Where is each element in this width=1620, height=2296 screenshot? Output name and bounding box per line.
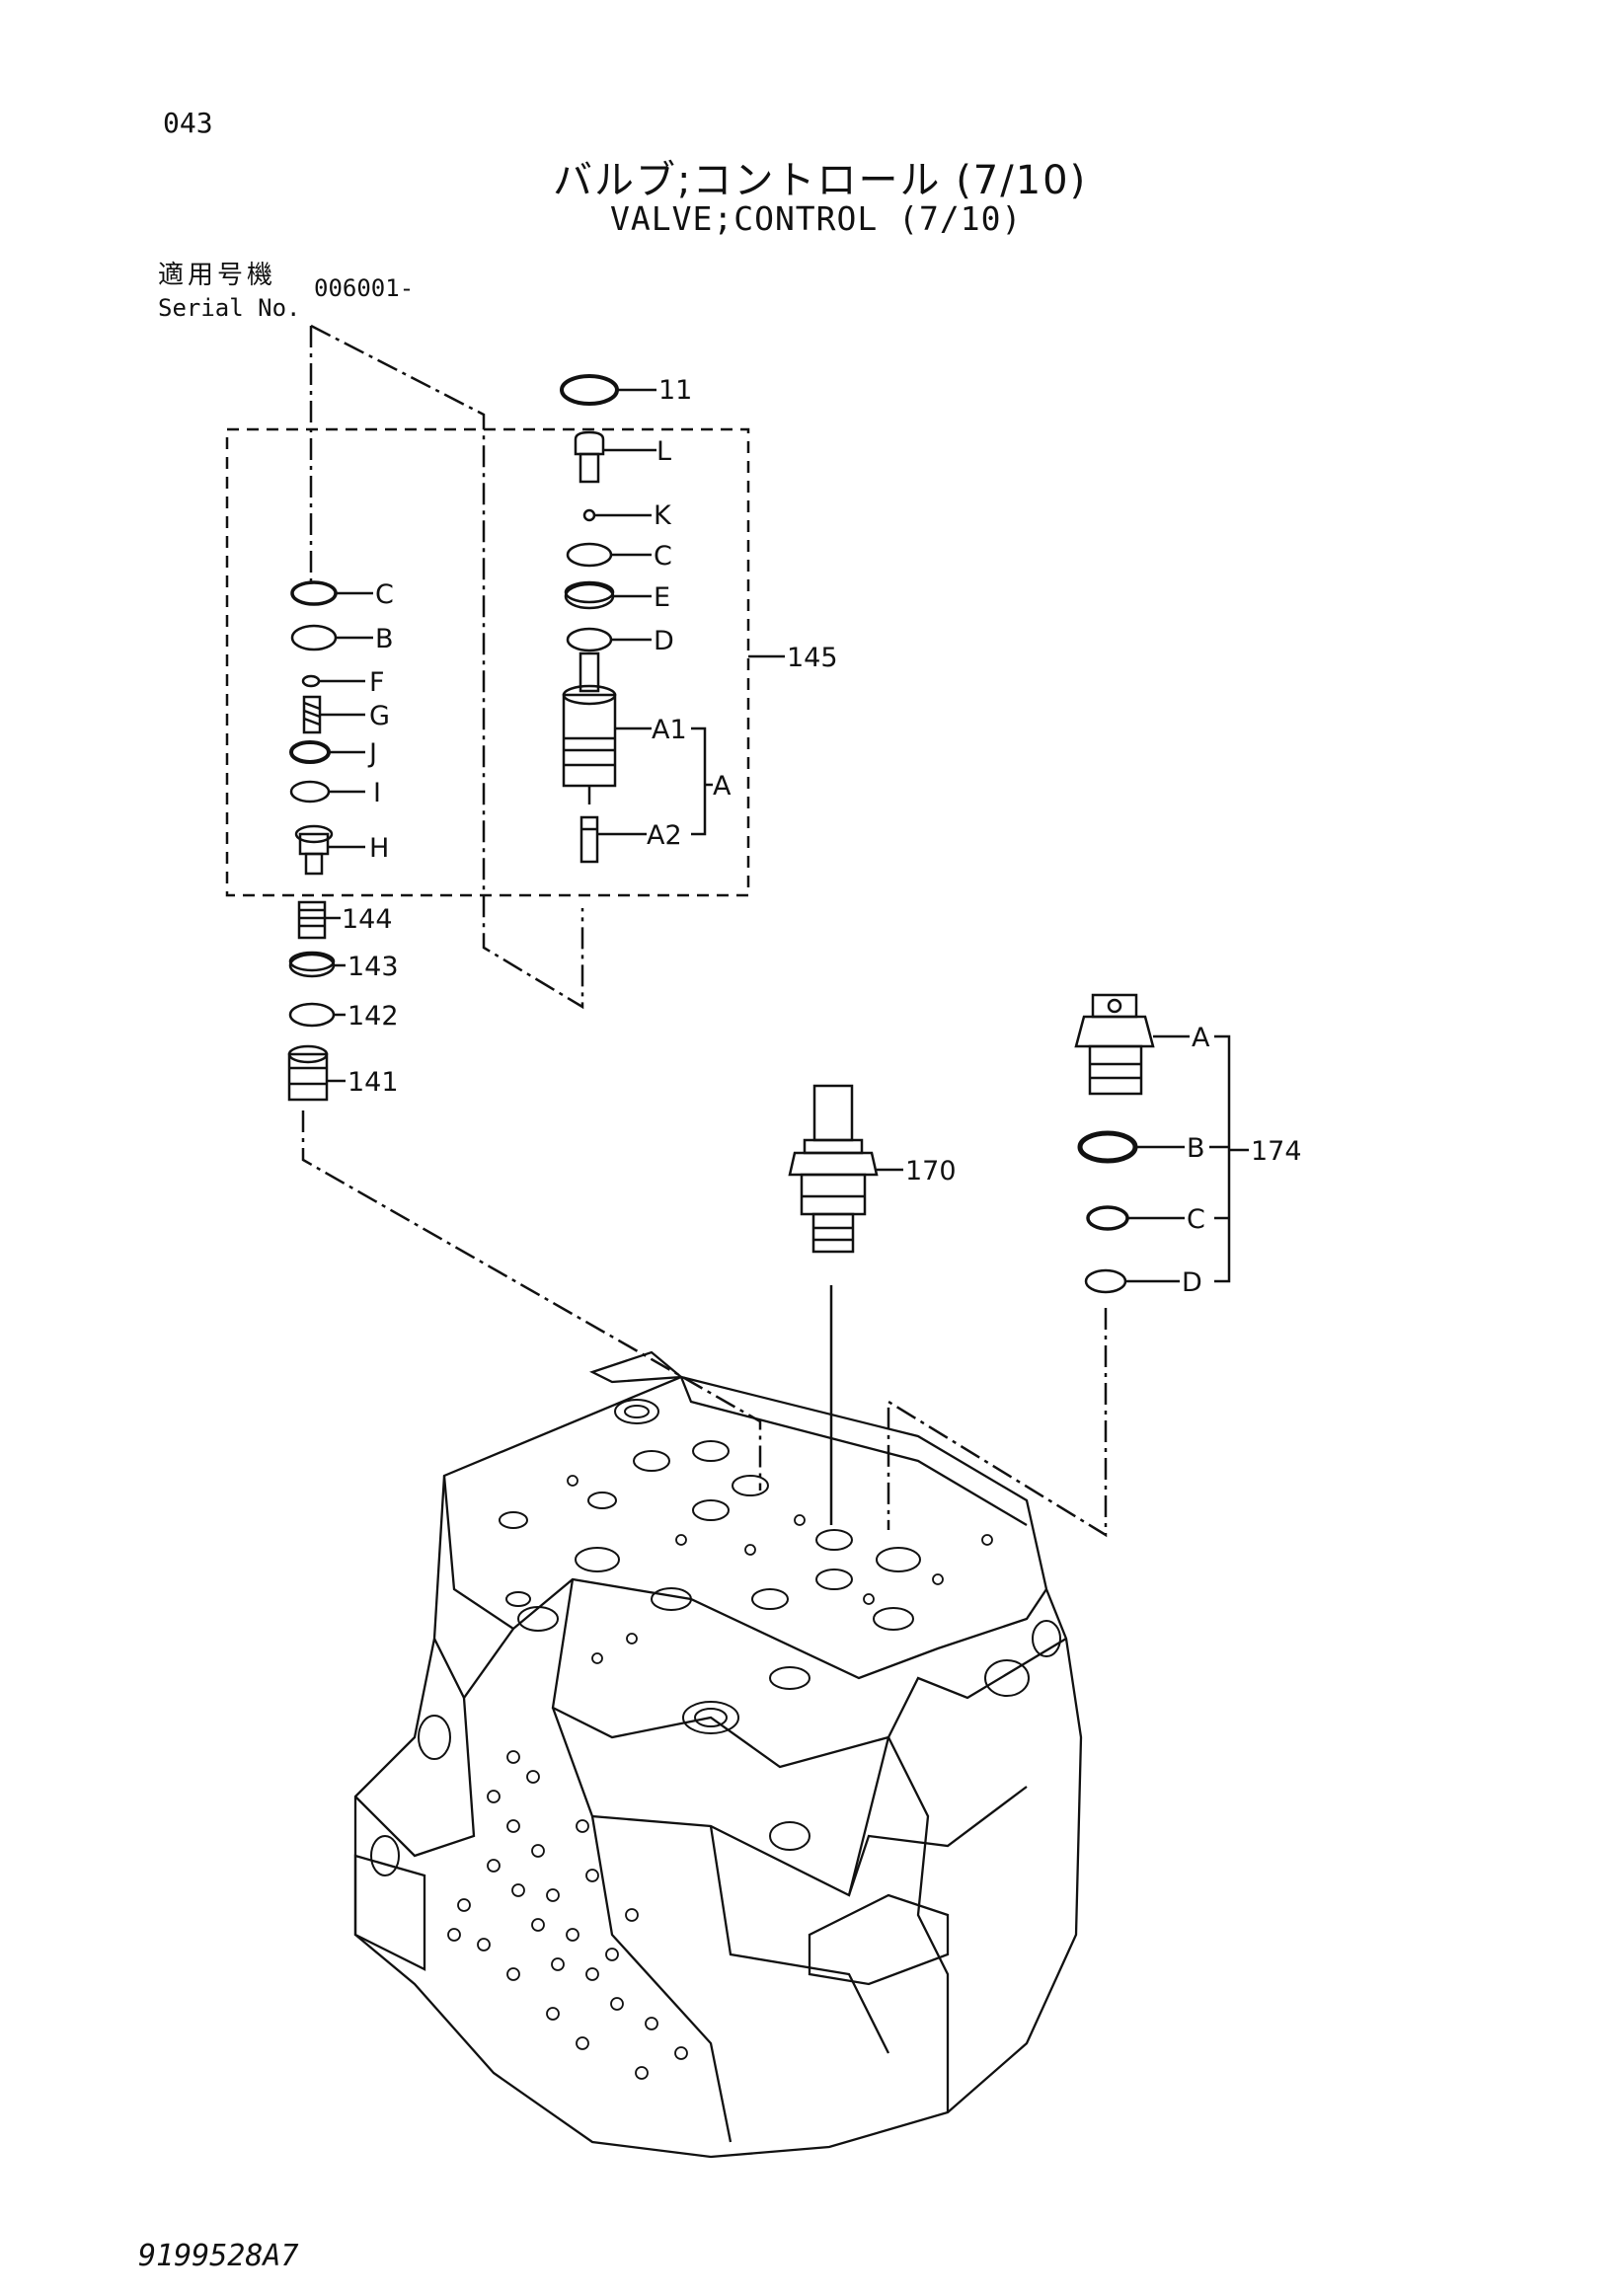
drawing-number: 9199528A7 <box>138 2239 299 2273</box>
control-valve-body <box>353 1350 1083 2159</box>
part-L-plug <box>574 430 656 484</box>
callout-170: 170 <box>905 1156 957 1186</box>
callout-143: 143 <box>347 952 399 982</box>
part-C-ring-center <box>566 542 652 568</box>
part-174-D-ring <box>1084 1268 1180 1294</box>
part-170-relief-valve <box>788 1084 903 1254</box>
part-141-sleeve <box>287 1044 346 1102</box>
callout-L: L <box>656 436 671 467</box>
callout-A1: A1 <box>652 715 687 745</box>
part-E-ring <box>564 580 652 610</box>
callout-144: 144 <box>342 904 393 935</box>
serial-label-english: Serial No. <box>158 294 301 322</box>
part-174-B-ring <box>1077 1130 1185 1164</box>
part-D-ring-center <box>566 627 652 652</box>
part-143-ring <box>288 951 346 978</box>
valve-ports <box>370 1399 1061 1876</box>
callout-C-174: C <box>1187 1204 1205 1235</box>
callout-B-left: B <box>375 624 394 654</box>
callout-D-174: D <box>1182 1267 1202 1298</box>
callout-C-center: C <box>654 541 672 572</box>
part-A1-spool <box>562 651 652 804</box>
page-number: 043 <box>163 107 213 139</box>
part-174-A-plug <box>1074 993 1190 1096</box>
callout-141: 141 <box>347 1067 399 1098</box>
part-K-ball <box>582 508 652 522</box>
callout-174: 174 <box>1251 1136 1302 1167</box>
part-B-ring-left <box>290 624 373 651</box>
assembly-145-box <box>225 427 750 897</box>
callout-K: K <box>654 500 672 531</box>
part-144-spring <box>297 900 341 940</box>
callout-G: G <box>369 701 390 731</box>
part-142-ring <box>288 1002 346 1028</box>
flow-line-141 <box>301 1110 762 1491</box>
flow-line-174 <box>887 1308 1108 1538</box>
bracket-174 <box>1209 1034 1249 1283</box>
callout-F: F <box>369 667 385 698</box>
part-C-ring-left <box>290 580 373 606</box>
callout-142: 142 <box>347 1001 399 1032</box>
part-11-oring <box>560 374 656 406</box>
callout-I: I <box>373 778 381 808</box>
callout-A-174: A <box>1192 1023 1210 1053</box>
callout-11: 11 <box>658 375 692 406</box>
title-japanese: バルブ;コントロール (7/10) <box>553 158 1088 203</box>
valve-bolt-holes <box>447 1475 993 2080</box>
callout-145: 145 <box>787 643 838 673</box>
part-G-spring <box>302 695 365 734</box>
part-I-ring <box>289 780 365 804</box>
callout-J: J <box>367 738 377 769</box>
part-174-C-ring <box>1086 1205 1185 1231</box>
callout-E: E <box>654 582 670 613</box>
title-english: VALVE;CONTROL (7/10) <box>610 199 1023 238</box>
callout-C-left: C <box>375 579 394 610</box>
callout-H: H <box>369 833 389 864</box>
flow-line-top-right <box>310 324 584 1010</box>
part-A2-pin <box>579 815 647 864</box>
bracket-A <box>691 727 713 836</box>
callout-A2: A2 <box>647 820 682 851</box>
callout-B-174: B <box>1187 1133 1205 1164</box>
serial-label-japanese: 適用号機 <box>158 261 277 290</box>
part-J-ring <box>289 740 365 764</box>
part-H-seat <box>294 824 365 876</box>
callout-D-center: D <box>654 626 674 656</box>
part-F-ball <box>301 674 365 688</box>
callout-A: A <box>713 771 732 802</box>
serial-value: 006001- <box>314 274 415 302</box>
